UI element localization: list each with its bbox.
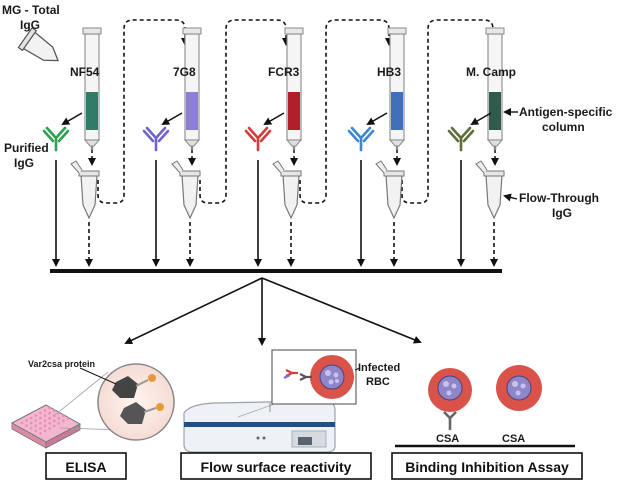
collection-tube-icon [375,160,405,220]
antibody-icon [447,126,475,152]
column-label-fcr3: FCR3 [268,65,300,79]
csa-label-2: CSA [502,433,525,445]
binding-inhibition-illustration [395,365,575,448]
column-label-nf54: NF54 [70,65,100,79]
syringe-column-icon [284,27,304,150]
dashed-down-arrows [85,222,498,267]
purified-antibodies [42,126,475,152]
collection-tube-icon [70,160,100,220]
column-label-mcamp: M. Camp [466,65,516,79]
dashed-connectors [97,19,497,204]
elisa-title: ELISA [65,459,106,475]
antibody-icon [244,126,272,152]
antigen-column-label: Antigen-specific column [519,105,616,134]
csa-label-1: CSA [436,433,459,445]
column-label-hb3: HB3 [377,65,401,79]
binding-title: Binding Inhibition Assay [405,459,569,475]
source-tube-icon [17,27,59,62]
flow-zoom-box [269,349,357,412]
var2csa-protein-icon [112,374,164,424]
flow-through-tubes [70,160,505,220]
flow-through-pointer [503,193,518,202]
binding-box [391,452,583,480]
syringe-column-icon [485,27,505,150]
distribution-arrows [124,277,422,346]
column-label-7g8: 7G8 [173,65,196,79]
flow-box [180,452,372,480]
syringe-column-icon [182,27,202,150]
elution-arrows [61,112,492,126]
solid-down-arrows [52,160,465,267]
collection-tube-icon [171,160,201,220]
elisa-illustration [10,363,175,449]
infected-rbc-label: Infected RBC [358,362,403,388]
antibody-icon [42,126,70,152]
antibody-icon [142,126,170,152]
source-label: MG - Total IgG [2,3,63,32]
purified-igg-label: Purified IgG [4,141,52,170]
var2csa-label: Var2csa protein [28,359,95,369]
connector-loop-2 [199,19,290,204]
flow-through-label: Flow-Through IgG [519,191,602,220]
antigen-columns [82,27,505,150]
elisa-box [45,452,127,480]
syringe-column-icon [82,27,102,150]
syringe-column-icon [387,27,407,150]
connector-loop-3 [299,19,393,204]
connector-loop-1 [97,19,189,204]
flow-arrows [88,150,499,166]
collection-tube-icon [272,160,302,220]
antibody-icon [347,126,375,152]
collection-tube-icon [475,160,505,220]
assay-boxes: ELISA Flow surface reactivity Binding In… [45,452,583,480]
connector-loop-4 [401,19,497,204]
flow-title: Flow surface reactivity [201,459,352,475]
flow-cytometer-icon [183,400,336,453]
